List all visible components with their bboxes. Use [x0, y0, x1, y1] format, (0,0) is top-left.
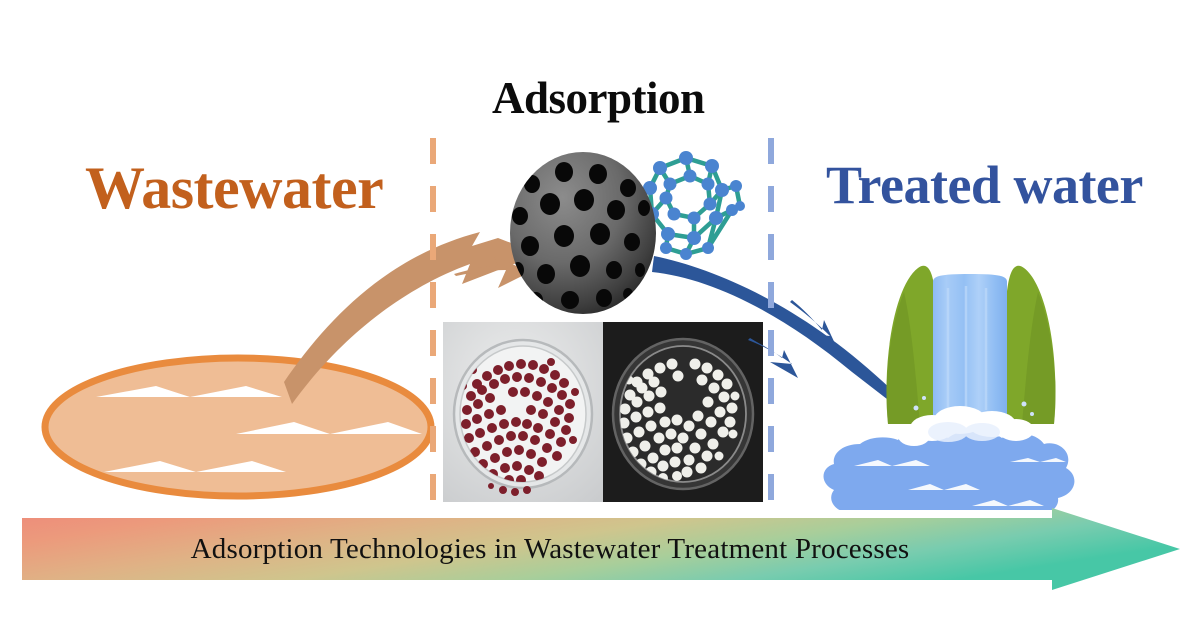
porous-carbon-sphere-icon [510, 152, 656, 314]
divider-left [430, 138, 436, 506]
petri-dish-photo-pair [443, 322, 763, 502]
surface-pores [512, 162, 650, 309]
stray-beads [488, 483, 531, 496]
divider-right [768, 138, 774, 506]
waterfall-icon [823, 265, 1075, 510]
wave-marks [96, 386, 422, 472]
red-adsorbent-beads [460, 358, 579, 482]
page-title-wastewater: Wastewater [85, 155, 384, 221]
treated-water-pool [823, 406, 1075, 510]
petri-dish-red-beads-photo [443, 322, 603, 502]
petri-dish-white-beads-photo [603, 322, 763, 502]
page-title-treated-water: Treated water [826, 155, 1143, 215]
process-banner-arrow [22, 508, 1180, 590]
fullerene-molecule-icon [636, 151, 745, 260]
white-adsorbent-beads [620, 358, 740, 482]
pool-wave-marks [854, 458, 1066, 506]
waterfall-cascade [933, 274, 1007, 421]
page-title-adsorption: Adsorption [492, 73, 705, 123]
spray-droplets [913, 396, 1034, 416]
wastewater-to-adsorbent-arrow [284, 232, 540, 404]
